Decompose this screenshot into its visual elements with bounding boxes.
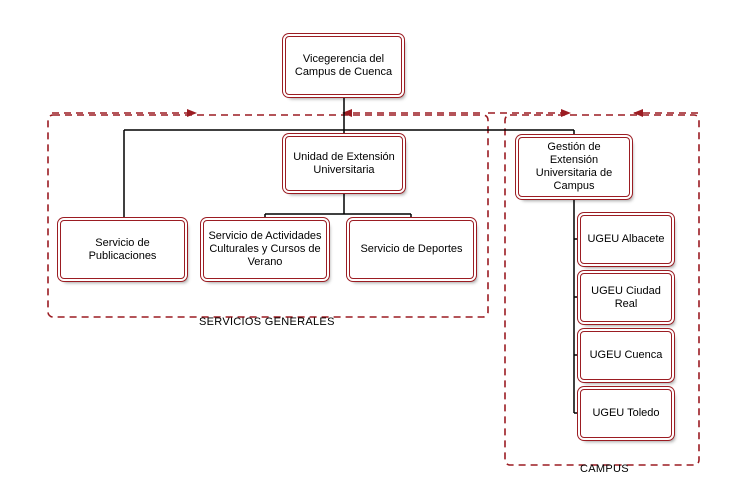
connector-lines (123, 96, 580, 414)
node-servicio-publicaciones: Servicio de Publicaciones (60, 220, 185, 279)
node-servicio-publicaciones-label: Servicio de Publicaciones (88, 236, 157, 262)
node-gestion-extension: Gestión de Extensión Universitaria de Ca… (518, 137, 630, 197)
group-label-servicios-generales: SERVICIOS GENERALES (199, 316, 335, 328)
node-ugeu-toledo-label: UGEU Toledo (592, 407, 660, 419)
node-servicio-actividades: Servicio de Actividades Culturales y Cur… (203, 220, 327, 279)
servicios-generales-frame (47, 114, 489, 318)
node-servicio-actividades-label: Servicio de Actividades Culturales y Cur… (208, 230, 322, 268)
node-servicio-deportes-label: Servicio de Deportes (360, 243, 463, 255)
node-ugeu-ciudad-real: UGEU Ciudad Real (580, 273, 672, 322)
campus-frame (504, 114, 700, 466)
node-ugeu-albacete-label: UGEU Albacete (587, 233, 665, 245)
node-vicegerencia: Vicegerencia del Campus de Cuenca (285, 36, 402, 95)
node-ugeu-cuenca-label: UGEU Cuenca (589, 349, 663, 361)
node-gestion-extension-label: Gestión de Extensión Universitaria de Ca… (535, 141, 613, 192)
node-ugeu-ciudad-real-label: UGEU Ciudad Real (591, 284, 661, 310)
node-unidad-extension: Unidad de Extensión Universitaria (285, 136, 403, 191)
node-ugeu-toledo: UGEU Toledo (580, 389, 672, 438)
node-ugeu-cuenca: UGEU Cuenca (580, 331, 672, 380)
node-servicio-deportes: Servicio de Deportes (349, 220, 474, 279)
node-vicegerencia-label: Vicegerencia del Campus de Cuenca (294, 52, 393, 78)
group-label-campus: CAMPUS (580, 463, 629, 475)
node-unidad-extension-label: Unidad de Extensión Universitaria (293, 150, 395, 176)
node-ugeu-albacete: UGEU Albacete (580, 215, 672, 264)
